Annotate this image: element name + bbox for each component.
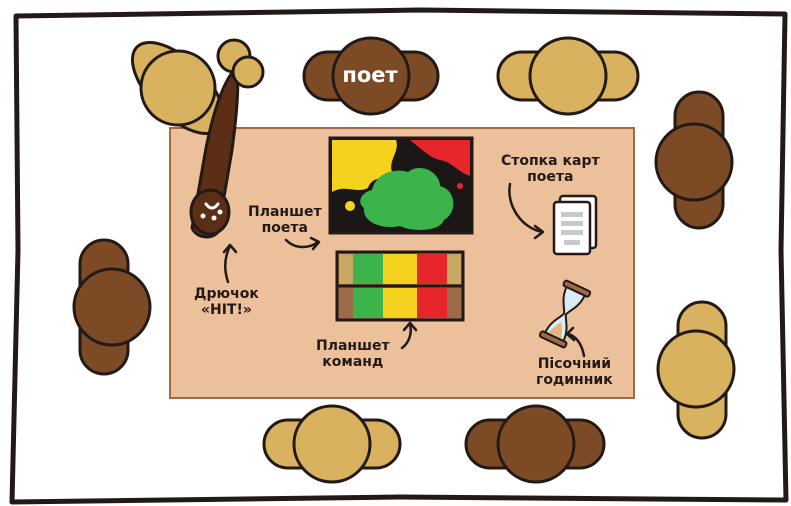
label-hit-stick-line2: «HIT!» <box>194 302 259 318</box>
label-poet-cards-line1: Стопка карт <box>501 153 600 169</box>
label-hit-stick-line1: Дрючок <box>194 286 259 302</box>
label-hourglass: Пісочний годинник <box>536 356 613 388</box>
label-poet-cards: Стопка карт поета <box>501 153 600 185</box>
label-poet-cards-line2: поета <box>501 169 600 185</box>
poet-board <box>330 138 472 233</box>
team-board <box>337 252 463 320</box>
label-poet-board-line1: Планшет <box>248 204 322 220</box>
label-team-board-line1: Планшет <box>316 338 390 354</box>
label-hourglass-line1: Пісочний <box>536 356 613 372</box>
label-hit-stick: Дрючок «HIT!» <box>194 286 259 318</box>
card-stack <box>554 196 596 254</box>
label-poet-board: Планшет поета <box>248 204 322 236</box>
poet-seat-label: поет <box>335 60 405 90</box>
label-poet-board-line2: поета <box>248 220 322 236</box>
label-team-board: Планшет команд <box>316 338 390 370</box>
label-team-board-line2: команд <box>316 354 390 370</box>
label-hourglass-line2: годинник <box>536 372 613 388</box>
